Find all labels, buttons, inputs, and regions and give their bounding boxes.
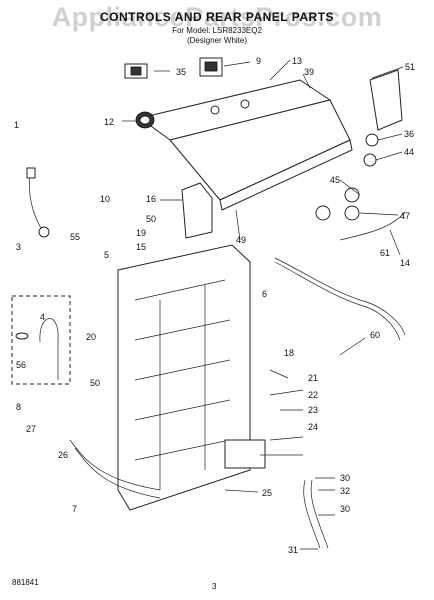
callout-61: 61 xyxy=(380,248,390,258)
side-bracket-51 xyxy=(369,69,403,131)
hose-kit-56 xyxy=(11,295,71,385)
tube-26 xyxy=(69,439,161,499)
callout-50-top: 50 xyxy=(146,214,156,224)
callout-3: 3 xyxy=(16,242,21,252)
callout-32: 32 xyxy=(340,486,350,496)
callout-49: 49 xyxy=(236,235,246,245)
callout-25: 25 xyxy=(262,488,272,498)
callout-27: 27 xyxy=(26,424,36,434)
callout-labels: 35 9 13 39 51 1 12 36 44 45 47 16 10 50 … xyxy=(14,56,415,555)
diagram-title: CONTROLS AND REAR PANEL PARTS xyxy=(99,10,335,24)
drain-hose xyxy=(303,479,329,549)
callout-22: 22 xyxy=(308,390,318,400)
callout-31: 31 xyxy=(288,545,298,555)
callout-23: 23 xyxy=(308,405,318,415)
callout-7: 7 xyxy=(72,504,77,514)
callout-9: 9 xyxy=(256,56,261,66)
callout-45: 45 xyxy=(330,175,340,185)
callout-24: 24 xyxy=(308,422,318,432)
callout-15: 15 xyxy=(136,242,146,252)
callout-1: 1 xyxy=(14,120,19,130)
callout-6: 6 xyxy=(262,289,267,299)
callout-50-bottom: 50 xyxy=(90,378,100,388)
callout-10: 10 xyxy=(100,194,110,204)
callout-39: 39 xyxy=(304,67,314,77)
callout-21: 21 xyxy=(308,373,318,383)
callout-4: 4 xyxy=(40,312,45,322)
switch-9 xyxy=(199,57,223,77)
callout-47: 47 xyxy=(400,211,410,221)
callout-18: 18 xyxy=(284,348,294,358)
knobs-right xyxy=(315,133,379,221)
wire-harness-61 xyxy=(274,211,406,341)
callout-13: 13 xyxy=(292,56,302,66)
callout-36: 36 xyxy=(404,129,414,139)
callout-56: 56 xyxy=(16,360,26,370)
callout-19: 19 xyxy=(136,228,146,238)
callout-8: 8 xyxy=(16,402,21,412)
color-line: (Designer White) xyxy=(186,36,247,45)
switch-35 xyxy=(124,63,148,79)
callout-12: 12 xyxy=(104,117,114,127)
inlet-hose-3 xyxy=(26,167,50,238)
callout-35: 35 xyxy=(176,67,186,77)
callout-20: 20 xyxy=(86,332,96,342)
callout-30-bottom: 30 xyxy=(340,504,350,514)
leader-lines xyxy=(122,59,404,550)
page-number: 3 xyxy=(212,582,217,591)
footer-code: 881841 xyxy=(12,578,39,587)
callout-60: 60 xyxy=(370,330,380,340)
control-console xyxy=(138,79,353,211)
timer-knob-part xyxy=(135,111,155,129)
callout-16: 16 xyxy=(146,194,156,204)
callout-30-top: 30 xyxy=(340,473,350,483)
callout-14: 14 xyxy=(400,258,410,268)
callout-5: 5 xyxy=(104,250,109,260)
model-line: For Model: LSR8233EQ2 xyxy=(172,26,262,35)
lid-switch-16 xyxy=(181,182,213,239)
rear-panel xyxy=(117,244,251,511)
pump-24 xyxy=(224,439,266,469)
callout-55: 55 xyxy=(70,232,80,242)
callout-51: 51 xyxy=(405,62,415,72)
callout-44: 44 xyxy=(404,147,414,157)
callout-26: 26 xyxy=(58,450,68,460)
